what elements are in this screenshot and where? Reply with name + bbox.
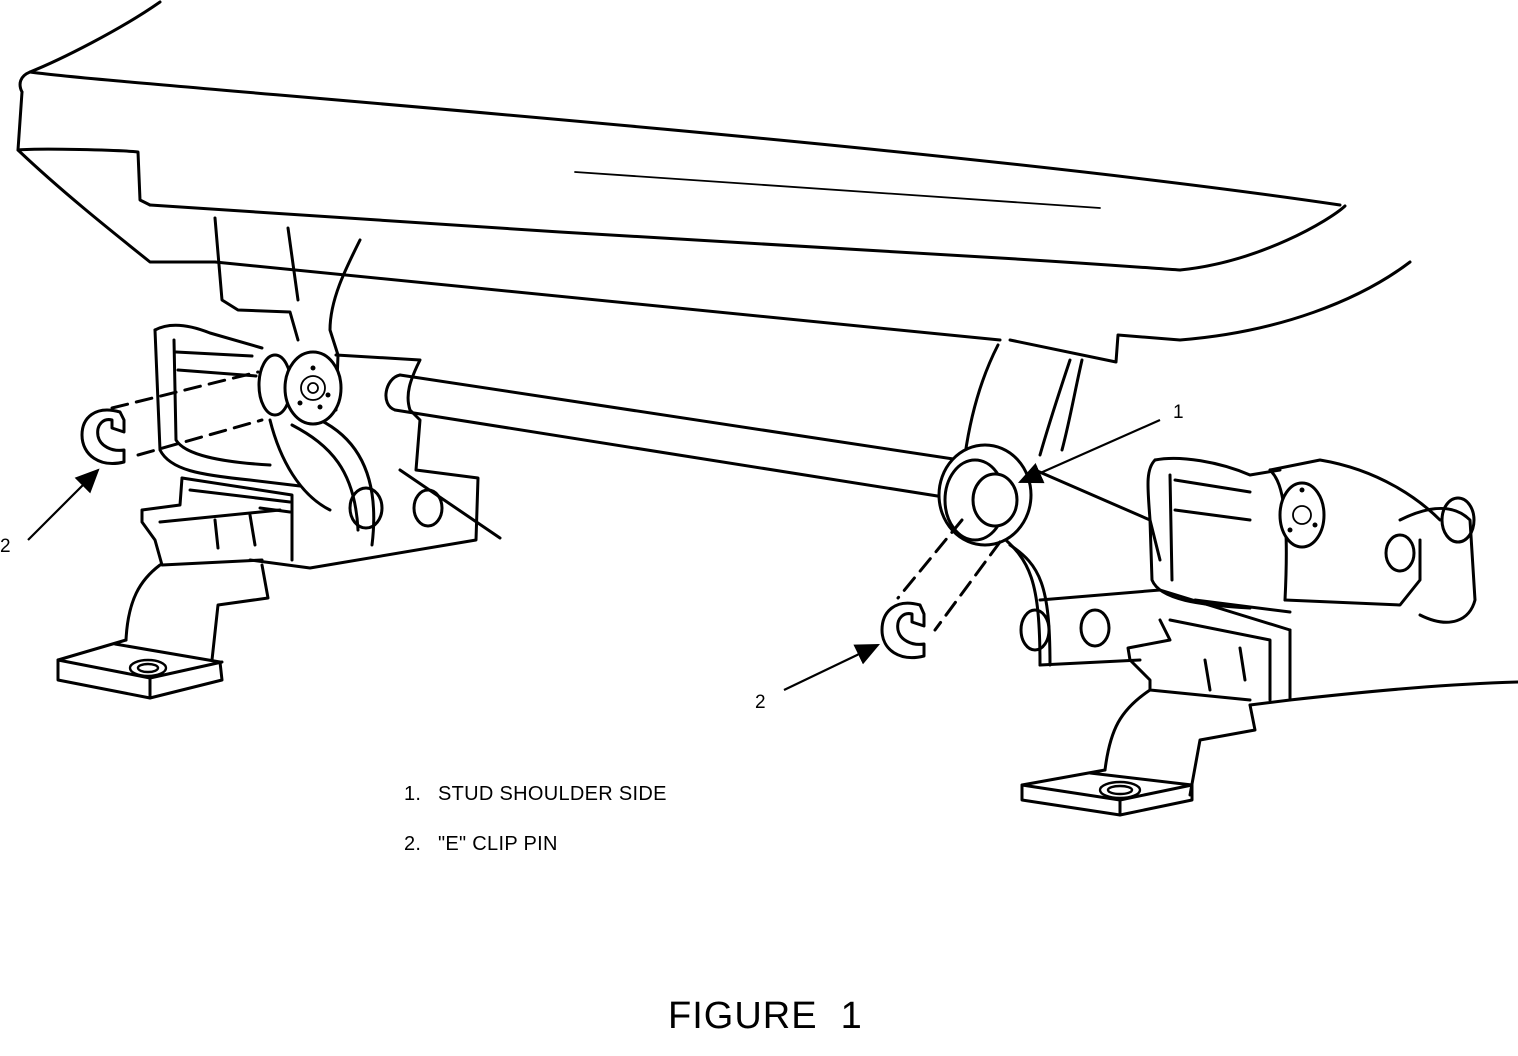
leader-lines (27, 418, 1161, 691)
left-stud-washer (257, 350, 343, 426)
left-alignment-dashes (110, 370, 264, 457)
right-e-clip (880, 601, 926, 659)
right-slide-rail (1019, 588, 1518, 817)
legend-item-1-text: STUD SHOULDER SIDE (438, 783, 667, 805)
callout-2-left: 2 (0, 536, 11, 557)
legend: 1. STUD SHOULDER SIDE 2. "E" CLIP PIN (404, 783, 667, 855)
left-e-clip (80, 408, 126, 465)
legend-item-2-text: "E" CLIP PIN (438, 833, 558, 855)
right-alignment-dashes (896, 518, 1002, 632)
callout-1-right: 1 (1173, 402, 1184, 423)
legend-item-1-number: 1. (404, 783, 421, 805)
right-mechanism-housing (1146, 456, 1477, 624)
callout-2-right: 2 (755, 692, 766, 713)
legend-item-2-number: 2. (404, 833, 421, 855)
right-hinge-bracket (963, 343, 1162, 667)
cross-tube (384, 373, 962, 500)
left-bolts (348, 486, 444, 530)
left-slide-rail (56, 476, 294, 700)
seat-cushion (16, 0, 1412, 364)
left-hinge-bracket (153, 216, 502, 570)
figure-title: FIGURE 1 (668, 995, 863, 1037)
